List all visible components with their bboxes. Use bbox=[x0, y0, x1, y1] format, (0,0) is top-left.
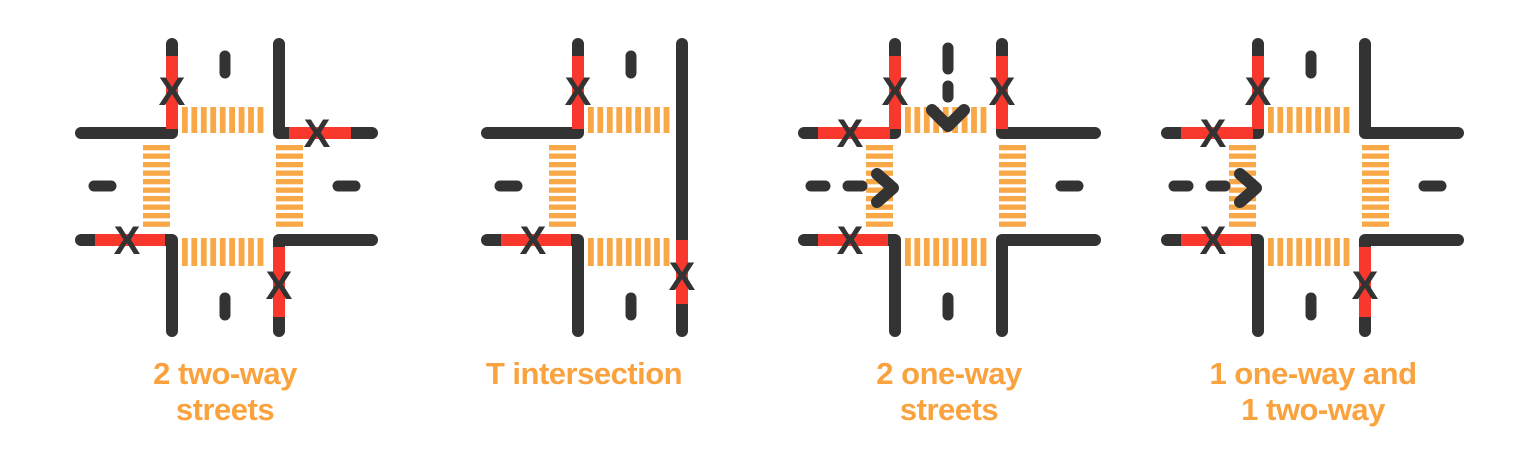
crosswalk-top bbox=[182, 107, 264, 133]
crosswalk-top bbox=[1268, 107, 1350, 133]
intersection-diagram-2-two-way-streets: X X X X bbox=[75, 38, 378, 337]
one-way-arrow-right-icon bbox=[1234, 168, 1262, 208]
no-parking-x-icon: X bbox=[837, 112, 864, 156]
crosswalk-right bbox=[1362, 145, 1389, 227]
crosswalk-bottom bbox=[182, 238, 264, 266]
no-parking-x-icon: X bbox=[114, 219, 141, 263]
no-parking-x-icon: X bbox=[1245, 70, 1272, 114]
road-corner-ne bbox=[1359, 38, 1464, 139]
crosswalk-bottom bbox=[905, 238, 987, 266]
no-parking-x-icon: X bbox=[1352, 264, 1379, 308]
road-corner-se bbox=[1359, 234, 1464, 337]
no-parking-x-icon: X bbox=[1200, 112, 1227, 156]
panel-caption: 2 two-way streets bbox=[60, 356, 390, 428]
intersection-diagram-t-intersection: X X X bbox=[481, 38, 696, 337]
caption-line: T intersection bbox=[485, 356, 683, 391]
no-parking-x-icon: X bbox=[1200, 219, 1227, 263]
caption-line: 1 two-way bbox=[1241, 392, 1385, 427]
no-parking-x-icon: X bbox=[520, 219, 547, 263]
road-corner-ne bbox=[996, 38, 1101, 139]
no-parking-x-icon: X bbox=[565, 70, 592, 114]
road-corner-se bbox=[273, 234, 378, 337]
crosswalk-right bbox=[999, 145, 1026, 227]
caption-line: streets bbox=[175, 392, 275, 427]
crosswalk-left bbox=[143, 145, 170, 227]
caption-line: 1 one-way and bbox=[1209, 356, 1417, 391]
no-parking-x-icon: X bbox=[837, 219, 864, 263]
caption-line: 2 two-way bbox=[153, 356, 297, 391]
crosswalk-top bbox=[588, 107, 670, 133]
no-parking-x-icon: X bbox=[304, 112, 331, 156]
no-parking-x-icon: X bbox=[669, 255, 696, 299]
no-parking-x-icon: X bbox=[159, 70, 186, 114]
panel-caption: 2 one-way streets bbox=[784, 356, 1114, 428]
caption-line: streets bbox=[899, 392, 999, 427]
panel-caption: T intersection bbox=[419, 356, 749, 392]
one-way-arrow-right-icon bbox=[871, 168, 899, 208]
road-corner-se bbox=[996, 234, 1101, 337]
one-way-arrow-down-icon bbox=[926, 104, 970, 132]
no-parking-x-icon: X bbox=[989, 70, 1016, 114]
caption-line: 2 one-way bbox=[876, 356, 1022, 391]
crosswalk-bottom bbox=[1268, 238, 1350, 266]
no-parking-x-icon: X bbox=[882, 70, 909, 114]
crosswalk-bottom bbox=[588, 238, 670, 266]
crosswalk-left bbox=[549, 145, 576, 227]
crosswalk-right bbox=[276, 145, 303, 227]
panel-caption: 1 one-way and 1 two-way bbox=[1148, 356, 1478, 428]
no-parking-x-icon: X bbox=[266, 264, 293, 308]
